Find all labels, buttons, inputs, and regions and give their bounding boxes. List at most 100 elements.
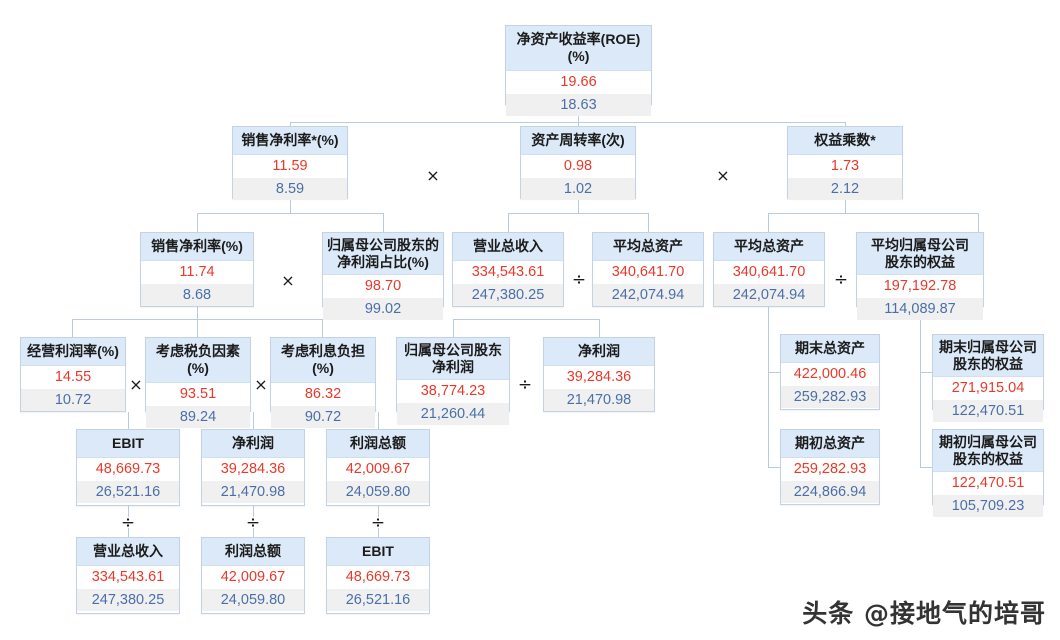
node-value-previous: 114,089.87 xyxy=(857,297,983,321)
connector-line xyxy=(128,528,129,537)
connector-line xyxy=(383,213,384,232)
node-equity-multiplier[interactable]: 权益乘数* 1.73 2.12 xyxy=(787,126,903,201)
node-value-current: 19.66 xyxy=(506,71,651,94)
node-title: 考虑税负因素(%) xyxy=(146,338,250,384)
connector-line xyxy=(648,213,649,232)
node-title: 资产周转率(次) xyxy=(521,127,635,156)
node-title: 考虑利息负担(%) xyxy=(271,338,375,384)
connector-line xyxy=(378,506,379,517)
node-title-line2: 净利润占比(%) xyxy=(337,254,429,271)
node-value-current: 334,543.61 xyxy=(453,261,563,284)
node-ebit-denominator[interactable]: EBIT 48,669.73 26,521.16 xyxy=(326,537,430,614)
connector-line xyxy=(197,319,198,337)
node-value-current: 334,543.61 xyxy=(77,566,179,589)
operator-divide: ÷ xyxy=(245,513,261,533)
connector-line xyxy=(978,213,979,232)
operator-divide: ÷ xyxy=(120,513,136,533)
node-ending-parent-equity[interactable]: 期末归属母公司 股东的权益 271,915.04 122,470.51 xyxy=(932,334,1044,423)
node-value-previous: 247,380.25 xyxy=(453,283,563,307)
node-total-revenue-turnover[interactable]: 营业总收入 334,543.61 247,380.25 xyxy=(452,232,564,307)
node-value-previous: 21,470.98 xyxy=(202,480,304,504)
node-title: 期初归属母公司 股东的权益 xyxy=(933,430,1043,473)
node-title: 平均总资产 xyxy=(593,233,703,262)
node-title: 权益乘数* xyxy=(788,127,902,156)
operator-multiply: × xyxy=(716,166,730,185)
connector-line xyxy=(378,412,379,429)
node-title: 销售净利率(%) xyxy=(141,233,253,262)
node-title: 平均总资产 xyxy=(714,233,824,262)
node-value-previous: 2.12 xyxy=(788,177,902,201)
node-value-current: 122,470.51 xyxy=(933,472,1043,495)
node-pretax-profit-numerator[interactable]: 利润总额 42,009.67 24,059.80 xyxy=(326,429,430,506)
node-pretax-profit-denominator[interactable]: 利润总额 42,009.67 24,059.80 xyxy=(201,537,305,614)
operator-multiply: × xyxy=(281,271,295,290)
operator-divide: ÷ xyxy=(833,270,849,290)
connector-line xyxy=(197,213,198,232)
node-beginning-total-assets[interactable]: 期初总资产 259,282.93 224,866.94 xyxy=(780,429,880,505)
node-ending-total-assets[interactable]: 期末总资产 422,000.46 259,282.93 xyxy=(780,334,880,410)
watermark-text: 头条 @接地气的培哥 xyxy=(802,599,1046,628)
node-value-current: 14.55 xyxy=(21,366,125,389)
node-parent-profit-share[interactable]: 归属母公司股东的 净利润占比(%) 98.70 99.02 xyxy=(322,232,444,321)
operator-multiply: × xyxy=(426,166,440,185)
node-beginning-parent-equity[interactable]: 期初归属母公司 股东的权益 122,470.51 105,709.23 xyxy=(932,429,1044,518)
node-net-profit-denominator[interactable]: 净利润 39,284.36 21,470.98 xyxy=(543,337,655,412)
connector-line xyxy=(378,528,379,537)
node-title: 净利润 xyxy=(202,430,304,459)
node-value-current: 86.32 xyxy=(271,383,375,406)
node-value-previous: 1.02 xyxy=(521,177,635,201)
node-value-current: 39,284.36 xyxy=(544,366,654,389)
node-value-previous: 24,059.80 xyxy=(202,588,304,612)
node-net-profit-margin[interactable]: 销售净利率(%) 11.74 8.68 xyxy=(140,232,254,307)
node-title: 归属母公司股东 净利润 xyxy=(397,338,509,381)
node-value-previous: 24,059.80 xyxy=(327,480,429,504)
node-average-parent-equity[interactable]: 平均归属母公司 股东的权益 197,192.78 114,089.87 xyxy=(856,232,984,321)
connector-line xyxy=(453,319,599,320)
node-interest-burden[interactable]: 考虑利息负担(%) 86.32 90.72 xyxy=(270,337,376,429)
node-value-previous: 18.63 xyxy=(506,93,651,117)
node-roe[interactable]: 净资产收益率(ROE)(%) 19.66 18.63 xyxy=(505,25,652,117)
node-value-previous: 99.02 xyxy=(323,297,443,321)
operator-multiply: × xyxy=(129,375,143,394)
node-value-current: 38,774.23 xyxy=(397,380,509,403)
connector-line xyxy=(322,319,323,337)
node-net-profit-margin-star[interactable]: 销售净利率*(%) 11.59 8.59 xyxy=(232,126,348,201)
connector-line xyxy=(290,122,845,123)
node-average-assets-equity[interactable]: 平均总资产 340,641.70 242,074.94 xyxy=(713,232,825,307)
connector-line xyxy=(768,213,769,232)
connector-line xyxy=(599,319,600,337)
node-average-assets-turnover[interactable]: 平均总资产 340,641.70 242,074.94 xyxy=(592,232,704,307)
node-value-current: 11.74 xyxy=(141,261,253,284)
node-parent-net-profit[interactable]: 归属母公司股东 净利润 38,774.23 21,260.44 xyxy=(396,337,510,426)
node-title-line2: 股东的权益 xyxy=(953,451,1023,468)
connector-line xyxy=(508,213,648,214)
node-title-line1: 归属母公司股东 xyxy=(404,342,502,358)
node-value-previous: 122,470.51 xyxy=(933,399,1043,423)
connector-line xyxy=(128,506,129,517)
operator-multiply: × xyxy=(254,375,268,394)
node-value-previous: 90.72 xyxy=(271,405,375,429)
node-value-previous: 26,521.16 xyxy=(77,480,179,504)
node-value-current: 0.98 xyxy=(521,155,635,178)
connector-line xyxy=(128,412,129,429)
node-tax-burden[interactable]: 考虑税负因素(%) 93.51 89.24 xyxy=(145,337,251,429)
node-value-previous: 247,380.25 xyxy=(77,588,179,612)
node-title: 平均归属母公司 股东的权益 xyxy=(857,233,983,276)
node-title: 销售净利率*(%) xyxy=(233,127,347,156)
node-value-current: 42,009.67 xyxy=(202,566,304,589)
operator-divide: ÷ xyxy=(517,375,533,395)
node-title: 期末总资产 xyxy=(781,335,879,364)
connector-line xyxy=(253,506,254,517)
node-value-current: 11.59 xyxy=(233,155,347,178)
node-total-revenue-denominator[interactable]: 营业总收入 334,543.61 247,380.25 xyxy=(76,537,180,614)
node-operating-margin[interactable]: 经营利润率(%) 14.55 10.72 xyxy=(20,337,126,412)
connector-line xyxy=(253,528,254,537)
connector-line xyxy=(920,467,932,468)
node-ebit-numerator[interactable]: EBIT 48,669.73 26,521.16 xyxy=(76,429,180,506)
node-value-current: 197,192.78 xyxy=(857,275,983,298)
node-value-previous: 105,709.23 xyxy=(933,494,1043,518)
node-net-profit-numerator[interactable]: 净利润 39,284.36 21,470.98 xyxy=(201,429,305,506)
node-value-previous: 242,074.94 xyxy=(714,283,824,307)
node-value-previous: 259,282.93 xyxy=(781,385,879,409)
node-asset-turnover[interactable]: 资产周转率(次) 0.98 1.02 xyxy=(520,126,636,201)
